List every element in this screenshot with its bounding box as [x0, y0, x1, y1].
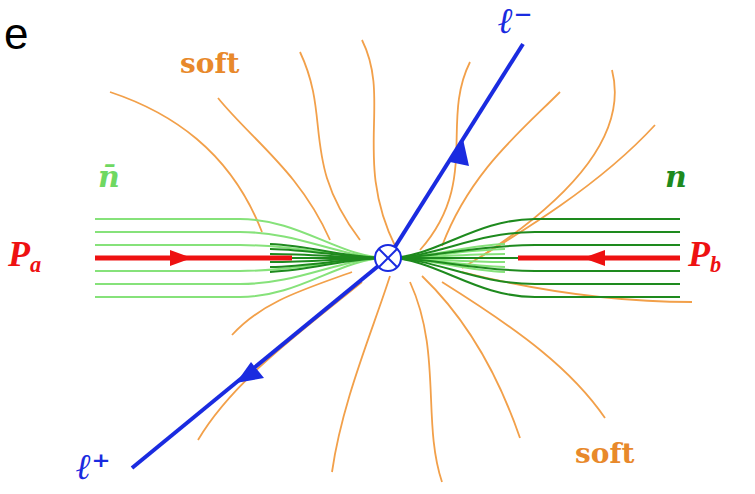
lepton-lines	[132, 44, 523, 468]
proton-label: Pa	[8, 236, 41, 272]
symbol-subscript: a	[30, 252, 41, 277]
symbol-subscript: b	[710, 252, 721, 277]
collinear-direction-label: n̄	[98, 162, 120, 192]
lepton-label: ℓ⁻	[498, 2, 532, 38]
soft-mode-label: soft	[575, 440, 634, 468]
collinear-direction-label: n	[665, 162, 687, 192]
soft-mode-label: soft	[180, 50, 239, 78]
hard-vertex	[375, 245, 401, 271]
symbol-base: P	[688, 234, 710, 274]
collinear-lines	[270, 219, 680, 297]
soft-gluon-lines	[110, 40, 692, 482]
cut-off-heading-letter: e	[4, 12, 28, 56]
lepton-label: ℓ⁺	[76, 448, 110, 484]
proton-label: Pb	[688, 236, 721, 272]
symbol-base: P	[8, 234, 30, 274]
